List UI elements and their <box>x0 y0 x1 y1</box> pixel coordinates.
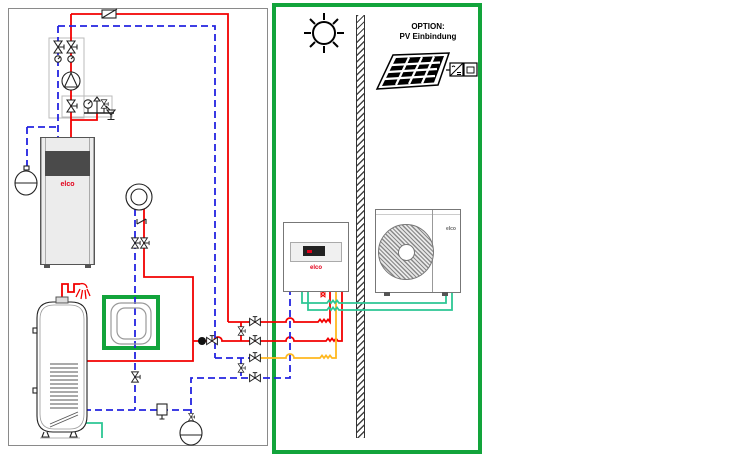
pump-dot-icon <box>198 337 206 345</box>
display-led <box>307 250 312 253</box>
fan-icon <box>378 224 434 280</box>
air-vent-icon <box>92 96 102 106</box>
heat-pump-indoor-unit: elco <box>283 222 349 292</box>
outdoor-seam <box>376 214 460 215</box>
boiler-pump-group <box>53 40 81 113</box>
shutoff-valves <box>131 316 261 383</box>
inverter-icon <box>449 62 478 77</box>
pv-panel-icon <box>375 52 451 90</box>
boiler-foot <box>85 264 91 268</box>
boiler-brand: elco <box>60 181 75 188</box>
sun-icon <box>304 13 344 53</box>
tank-coil <box>49 363 79 428</box>
shower-icon <box>75 282 91 300</box>
floor-heating-icon <box>110 302 152 345</box>
pipes-heating-return <box>26 25 291 416</box>
indoor-brand: elco <box>309 265 322 271</box>
pump-icon <box>63 71 79 88</box>
outdoor-brand: elco <box>445 226 456 232</box>
pv-option-title: OPTION: <box>411 22 445 31</box>
diagram-frame <box>8 8 268 446</box>
boiler-side-panel <box>89 138 94 264</box>
dirt-separator <box>156 403 168 420</box>
boiler-control-panel <box>45 151 90 176</box>
boiler-foot <box>44 264 50 268</box>
outdoor-foot <box>384 292 390 296</box>
pump-group-frame <box>48 37 113 119</box>
fan-hub <box>397 243 415 261</box>
pipe-dhw-charge <box>255 290 337 360</box>
heating-circuit-icon <box>125 183 153 249</box>
indoor-safety-valve-icon <box>320 290 326 298</box>
wall-hatched <box>356 15 365 438</box>
dhw-tank <box>32 296 88 439</box>
heat-pump-outdoor-unit: elco <box>375 209 461 296</box>
check-valve <box>101 8 118 19</box>
pipes-refrigerant <box>66 290 453 438</box>
pv-option-subtitle: PV Einbindung <box>399 32 457 41</box>
floor-heating-option-frame <box>102 295 160 350</box>
option-zone-frame <box>272 3 482 454</box>
safety-valve-funnel-icon <box>105 105 117 121</box>
safety-group <box>83 96 117 121</box>
boiler-side-panel <box>41 138 46 264</box>
outdoor-foot <box>442 292 448 296</box>
pv-option-label: OPTION: PV Einbindung <box>388 22 468 42</box>
check-valve-small <box>136 218 147 225</box>
tank-feet <box>41 431 78 438</box>
boiler-unit: elco <box>40 137 95 268</box>
pipes-heating-flow <box>61 13 343 362</box>
expansion-vessel-bottom <box>179 413 203 446</box>
indoor-control-panel <box>290 242 342 262</box>
expansion-vessel-left <box>14 165 38 196</box>
indoor-display <box>303 246 325 256</box>
